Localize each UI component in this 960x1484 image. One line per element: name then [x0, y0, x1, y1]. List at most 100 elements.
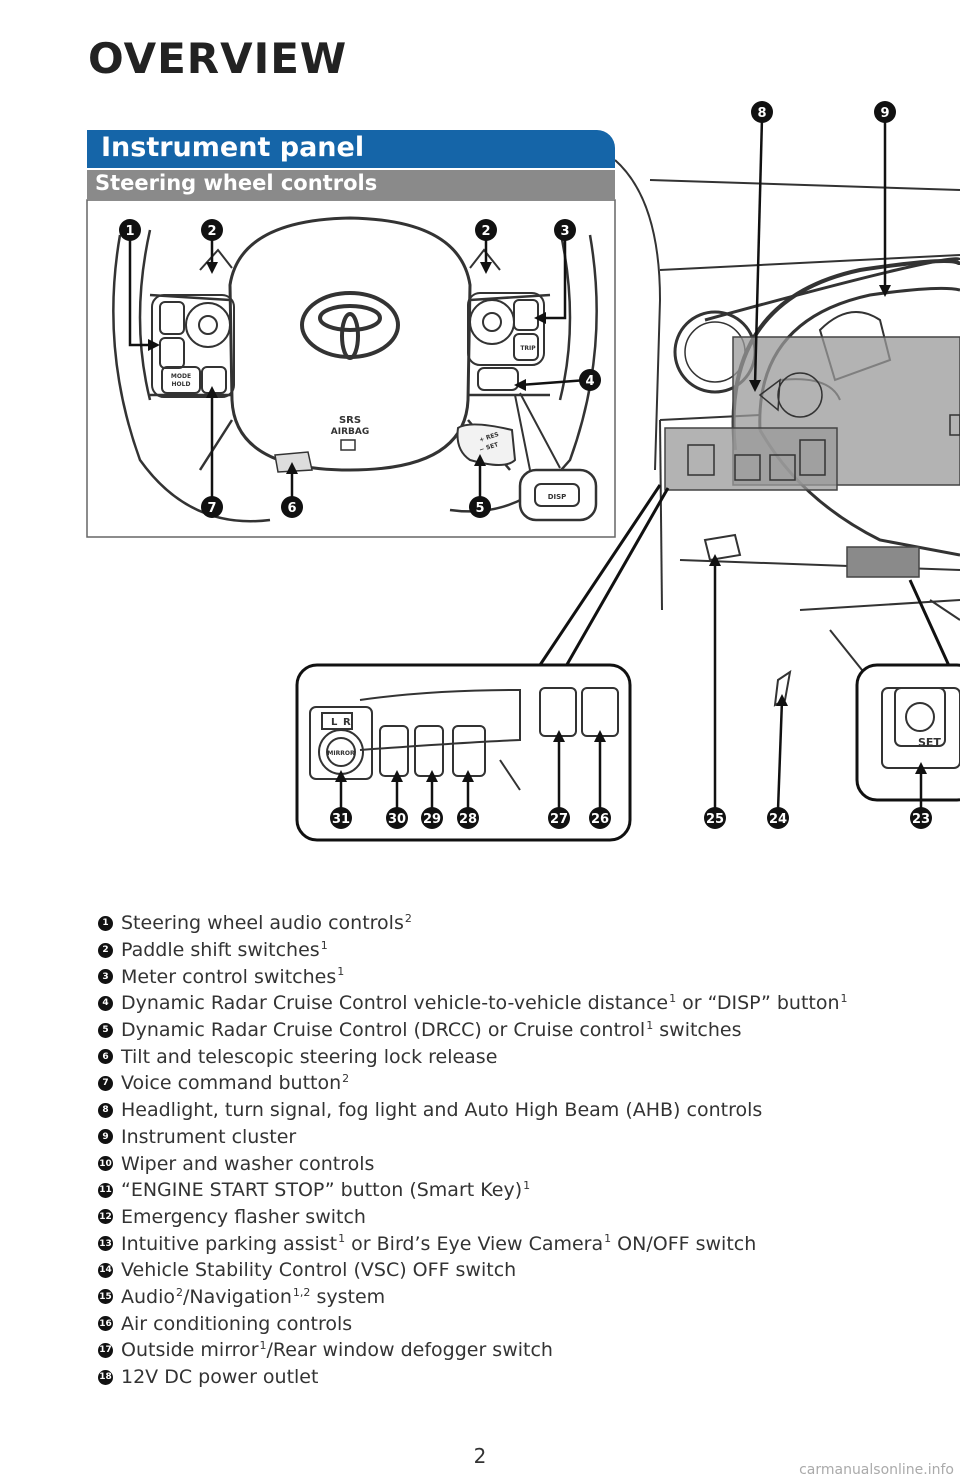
footnote-ref: 1,2 [292, 1285, 311, 1299]
legend-text-part: 12V DC power outlet [121, 1366, 319, 1389]
legend-text: Dynamic Radar Cruise Control (DRCC) or C… [121, 1019, 742, 1041]
legend-number-badge: 12 [98, 1209, 113, 1225]
legend-number-badge: 5 [98, 1022, 113, 1038]
page-title: OVERVIEW [88, 34, 348, 83]
section-banner: Instrument panel [87, 130, 615, 168]
legend-text: Vehicle Stability Control (VSC) OFF swit… [121, 1259, 516, 1281]
callout-number: 4 [585, 374, 594, 389]
callout-6: 6 [281, 496, 303, 518]
callout-number: 3 [560, 224, 569, 239]
callout-1: 1 [119, 219, 141, 241]
legend-text-part: Outside mirror [121, 1339, 259, 1362]
footnote-ref: 1 [669, 992, 677, 1006]
legend-number-badge: 16 [98, 1316, 113, 1332]
callout-number: 27 [550, 812, 568, 827]
legend-number-badge: 3 [98, 969, 113, 985]
callout-number: 25 [706, 812, 724, 827]
set-label: SET [918, 736, 941, 749]
trip-label: TRIP [520, 345, 536, 352]
legend-item: 1 Steering wheel audio controls2 [98, 910, 938, 937]
legend-item: 18 12V DC power outlet [98, 1364, 938, 1391]
legend-number-badge: 9 [98, 1129, 113, 1145]
legend-text: Instrument cluster [121, 1126, 296, 1148]
legend-text-part: “ENGINE START STOP” button (Smart Key) [121, 1179, 523, 1202]
watermark: carmanualsonline.info [799, 1462, 954, 1478]
legend-number-badge: 1 [98, 915, 113, 931]
legend-number-badge: 18 [98, 1369, 113, 1385]
legend-text-part: /Navigation [183, 1285, 292, 1308]
callout-7: 7 [201, 496, 223, 518]
legend-text-part: Dynamic Radar Cruise Control (DRCC) or C… [121, 1019, 646, 1042]
legend-text-part: Emergency flasher switch [121, 1205, 366, 1228]
legend-text-part: Dynamic Radar Cruise Control vehicle-to-… [121, 992, 669, 1015]
legend-text: Outside mirror1/Rear window defogger swi… [121, 1339, 553, 1361]
legend-text: Air conditioning controls [121, 1313, 352, 1335]
footnote-ref: 1 [604, 1232, 612, 1246]
callout-29: 29 [421, 807, 443, 829]
srs-label: SRS [339, 415, 361, 426]
legend-number-badge: 13 [98, 1236, 113, 1252]
legend-text-part: Air conditioning controls [121, 1312, 353, 1335]
callout-number: 31 [332, 812, 350, 827]
legend-text: Emergency flasher switch [121, 1206, 366, 1228]
callout-26: 26 [589, 807, 611, 829]
footnote-ref: 1 [320, 938, 328, 952]
legend-item: 3 Meter control switches1 [98, 963, 938, 990]
callout-23: 23 [910, 807, 932, 829]
legend-text-part: ON/OFF switch [611, 1232, 757, 1255]
legend-text: Dynamic Radar Cruise Control vehicle-to-… [121, 992, 848, 1014]
callout-8: 8 [751, 101, 773, 123]
legend-number-badge: 2 [98, 942, 113, 958]
callout-2b: 2 [475, 219, 497, 241]
callout-number: 26 [591, 812, 609, 827]
footnote-ref: 1 [337, 965, 345, 979]
legend-text-part: Meter control switches [121, 965, 337, 988]
legend-text: Paddle shift switches1 [121, 939, 328, 961]
callout-number: 30 [388, 812, 406, 827]
section-title: Instrument panel [101, 132, 365, 163]
callout-number: 23 [912, 812, 930, 827]
legend-number-badge: 14 [98, 1262, 113, 1278]
callout-number: 28 [459, 812, 477, 827]
legend-text: Tilt and telescopic steering lock releas… [121, 1046, 497, 1068]
callout-number: 7 [207, 501, 216, 516]
instrument-panel-illustration: SRS AIRBAG MODE HOLD TRIP + RES − SET DI… [86, 101, 960, 842]
footnote-ref: 2 [404, 912, 412, 926]
legend-item: 10 Wiper and washer controls [98, 1150, 938, 1177]
legend-item: 12 Emergency flasher switch [98, 1204, 938, 1231]
footnote-ref: 1 [338, 1232, 346, 1246]
legend-text-part: Audio [121, 1285, 176, 1308]
legend-text-part: Steering wheel audio controls [121, 912, 404, 935]
legend-text-part: Wiper and washer controls [121, 1152, 375, 1175]
legend-number-badge: 10 [98, 1156, 113, 1172]
lower-switch-panel [295, 663, 632, 842]
legend-item: 11 “ENGINE START STOP” button (Smart Key)… [98, 1177, 938, 1204]
callout-number: 29 [423, 812, 441, 827]
subsection-banner: Steering wheel controls [87, 170, 615, 200]
callout-31: 31 [330, 807, 352, 829]
callout-number: 2 [481, 224, 490, 239]
legend-item: 16 Air conditioning controls [98, 1310, 938, 1337]
legend-text-part: Intuitive parking assist [121, 1232, 338, 1255]
callout-24: 24 [767, 807, 789, 829]
legend-number-badge: 11 [98, 1182, 113, 1198]
footnote-ref: 1 [523, 1178, 531, 1192]
footnote-ref: 1 [646, 1018, 654, 1032]
legend-text-part: Voice command button [121, 1072, 342, 1095]
footnote-ref: 2 [342, 1072, 350, 1086]
legend-number-badge: 15 [98, 1289, 113, 1305]
footnote-ref: 1 [259, 1339, 267, 1353]
legend-item: 5 Dynamic Radar Cruise Control (DRCC) or … [98, 1017, 938, 1044]
mirror-l-label: L [331, 717, 338, 728]
legend-item: 2 Paddle shift switches1 [98, 937, 938, 964]
callout-28: 28 [457, 807, 479, 829]
legend-text-part: Instrument cluster [121, 1125, 297, 1148]
callout-number: 6 [287, 501, 296, 516]
